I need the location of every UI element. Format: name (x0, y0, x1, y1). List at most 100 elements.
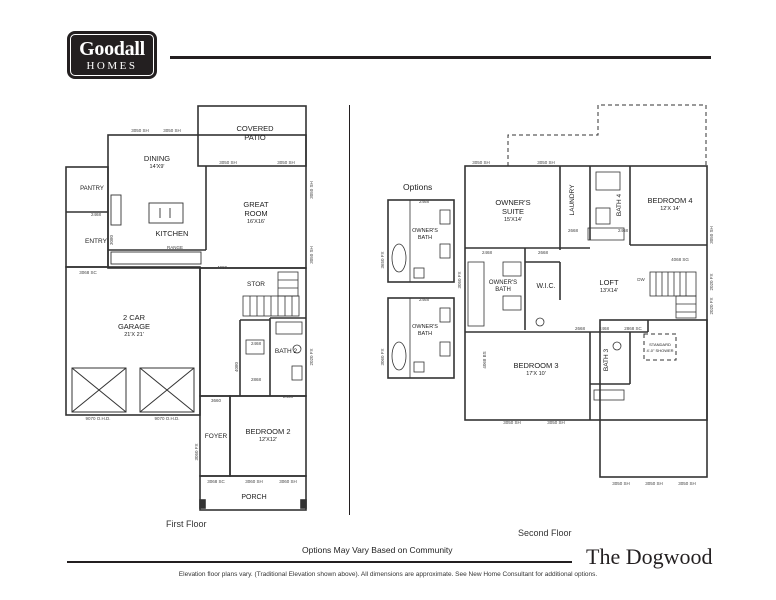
tag-u-2468-b: 2468 (482, 250, 493, 255)
tag-u-2468-c: 2468 (599, 326, 610, 331)
tag-3050fx-foyer: 3050 FX (194, 443, 199, 460)
room-bedroom4: BEDROOM 4 (647, 196, 692, 205)
tag-3050-d: 3050 SH (277, 160, 295, 165)
room-dining: DINING (144, 154, 170, 163)
tag-u-2468-a: 2468 (618, 228, 629, 233)
room-bedroom4-dim: 12'X 14' (660, 206, 680, 212)
wall-option-a (387, 199, 455, 283)
room-pantry: PANTRY (80, 186, 104, 192)
wall-garage (65, 266, 201, 416)
tag-u-3050-c: 3050 SH (709, 226, 714, 244)
tag-4080-v: 4080 (234, 361, 239, 372)
brand-sub: HOMES (86, 60, 138, 72)
tag-3060-a: 3060 SH (245, 479, 263, 484)
plan-title: The Dogwood (586, 544, 713, 569)
tag-o-3650fx: 3650 FX (380, 251, 385, 268)
wall-bedroom2 (229, 395, 307, 477)
second-floor-caption: Second Floor (518, 528, 572, 538)
tag-9070-b: 9070 O.H.D. (154, 416, 179, 421)
wall-option-b (387, 297, 455, 379)
floor-divider (349, 105, 350, 515)
tag-3660: 3660 (211, 398, 222, 403)
tag-u-2668-a: 2668 (568, 228, 579, 233)
tag-u-3050fx: 3050 FX (457, 271, 462, 288)
room-porch: PORCH (241, 494, 266, 501)
tag-3050-e: 3050 SH (309, 181, 314, 199)
wall-upper-main (464, 165, 708, 421)
tag-3050-a: 3050 SH (131, 128, 149, 133)
room-suite-dim: 15'X14' (504, 217, 522, 223)
disclaimer: Elevation floor plans vary. (Traditional… (178, 571, 598, 578)
options-vary-note: Options May Vary Based on Community (302, 545, 453, 555)
room-owners-bath-2: BATH (495, 287, 511, 293)
room-laundry: LAUNDRY (569, 184, 576, 216)
tag-u-3050-b: 3050 SH (537, 160, 555, 165)
room-wic: W.I.C. (536, 283, 555, 290)
label-standard: STANDARD (649, 342, 671, 347)
room-loft: LOFT (599, 278, 619, 287)
room-entry: ENTRY (85, 238, 108, 245)
tag-3050-b: 3050 SH (163, 128, 181, 133)
room-great-dim: 16'X16' (247, 219, 265, 225)
tag-o-2468-b: 2468 (419, 297, 430, 302)
room-patio: PATIO (244, 133, 266, 142)
tag-u-3050-d: 3050 SH (503, 420, 521, 425)
room-bath4: BATH 4 (616, 193, 623, 216)
room-bedroom3: BEDROOM 3 (513, 361, 558, 370)
room-suite: SUITE (502, 207, 524, 216)
wall-pantry (65, 166, 109, 268)
tag-u-4068bs: 4068 BS (482, 351, 487, 368)
room-great: GREAT (243, 200, 269, 209)
room-kitchen: KITCHEN (156, 229, 189, 238)
room-garage-dim: 21'X 21' (124, 332, 144, 338)
option-a-owners: OWNER'S (412, 228, 438, 234)
room-garage: 2 CAR (123, 313, 146, 322)
tag-3060-b: 3060 SH (279, 479, 297, 484)
tag-u-3050-g: 3050 SH (645, 481, 663, 486)
option-b-bath: BATH (418, 331, 432, 337)
brand-logo: Goodall HOMES (67, 31, 157, 79)
room-covered: COVERED (236, 124, 274, 133)
tag-u-2668-b: 2668 (538, 250, 549, 255)
tag-9070-a: 9070 O.H.D. (85, 416, 110, 421)
options-caption: Options (403, 182, 433, 192)
tag-3050-c: 3050 SH (219, 160, 237, 165)
room-foyer: FOYER (205, 433, 228, 440)
option-b-owners: OWNER'S (412, 324, 438, 330)
tag-u-3050-e: 3050 SH (547, 420, 565, 425)
room-dining-dim: 14'X9' (150, 164, 165, 170)
room-owners: OWNER'S (495, 198, 530, 207)
wall-upper-right (599, 319, 708, 478)
header-rule (170, 56, 711, 59)
tag-o-3060fx: 3060 FX (380, 348, 385, 365)
tag-4080: 4080 (217, 265, 228, 270)
brand-name: Goodall (79, 38, 145, 60)
wall-main-upper (107, 134, 307, 269)
tag-u-3050-h: 3050 SH (678, 481, 696, 486)
tag-2020fx: 2020 FX (309, 348, 314, 365)
tag-2468-c: 2468 (283, 394, 294, 399)
tag-3068-sc-b: 3068 SC (207, 479, 225, 484)
tag-2468-a: 2468 (91, 212, 102, 217)
tag-u-3050-f: 3050 SH (612, 481, 630, 486)
tag-2868: 2868 (251, 377, 262, 382)
room-bedroom2-dim: 12'X12' (259, 437, 277, 443)
tag-u-3050-a: 3050 SH (472, 160, 490, 165)
footer-rule (67, 561, 572, 563)
room-bath2: BATH 2 (275, 348, 298, 355)
tag-u-2020fx-b: 2020 FX (709, 297, 714, 314)
room-bath3: BATH 3 (603, 348, 610, 371)
tag-u-4068sg: 4068 SG (671, 257, 689, 262)
room-great-2: ROOM (244, 209, 267, 218)
room-loft-dim: 13'X14' (600, 288, 618, 294)
wall-porch (199, 475, 307, 511)
tag-3080: 3080 (109, 234, 114, 245)
room-owners-bath: OWNER'S (489, 280, 517, 286)
tag-u-2020fx-a: 2020 FX (709, 273, 714, 290)
tag-u-2868sc: 2868 SC (624, 326, 642, 331)
label-shower: 4'-0" SHOWER (646, 348, 673, 353)
tag-3050-f: 3050 SH (309, 246, 314, 264)
option-a-bath: BATH (418, 235, 432, 241)
tag-2468-b: 2468 (251, 341, 262, 346)
